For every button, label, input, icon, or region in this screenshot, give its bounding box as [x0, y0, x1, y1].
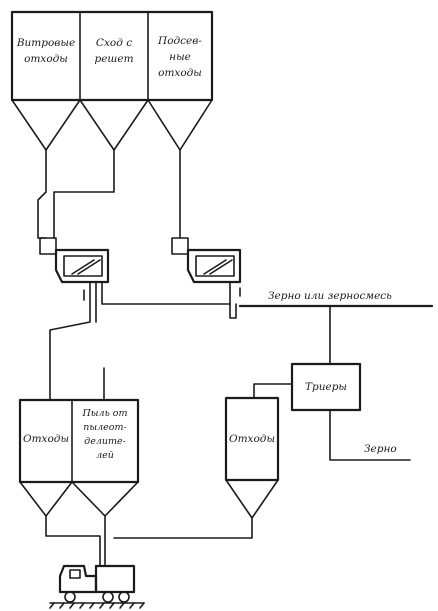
sieve-hatch	[203, 259, 227, 275]
triers-unit: Триеры Зерно	[253, 362, 411, 461]
pipe-right-bin-to-truck	[113, 517, 253, 539]
pipe-joint	[229, 303, 237, 319]
ground-hatch	[109, 602, 115, 609]
dust-label: Пыль от пылеот- делите- лей	[82, 408, 128, 461]
bin2-label-line: решет	[94, 53, 133, 65]
ground-hatch	[119, 602, 125, 609]
waste-bin-right: Отходы	[113, 396, 280, 539]
truck-window	[69, 569, 81, 579]
separator-sieve	[63, 255, 103, 277]
dust-label-line: делите-	[84, 436, 126, 447]
pipe-grain-out	[329, 409, 411, 461]
sieve-hatch	[77, 259, 101, 275]
pipe-left-bin-to-truck	[45, 515, 101, 567]
pipe-bin1	[37, 159, 47, 239]
ground-hatch	[139, 602, 145, 609]
bin1-label: Витровые отходы	[16, 37, 75, 65]
waste-bin-right-body	[224, 396, 280, 482]
truck-icon	[49, 564, 145, 609]
ground-hatch	[69, 602, 75, 609]
separator-inlet	[171, 237, 189, 255]
grain-out-label: Зерно	[364, 443, 397, 455]
separator-pipes	[49, 281, 237, 401]
bin3-label-line: отходы	[158, 67, 202, 79]
ground-hatch	[59, 602, 65, 609]
separator-inlet	[39, 237, 57, 255]
bin1-label-line: Витровые	[16, 37, 75, 49]
bin2-label: Сход с решет	[94, 37, 133, 65]
grain-mix-line: Зерно или зерносмесь	[238, 290, 434, 365]
ground-hatch	[129, 602, 135, 609]
separator-body	[54, 248, 110, 284]
separator-left	[39, 237, 110, 301]
ground-hatch	[49, 602, 55, 609]
top-bins-frame	[10, 10, 214, 102]
sieve-hatch	[209, 259, 233, 275]
truck-wheel	[64, 591, 76, 603]
top-pipes	[37, 159, 181, 239]
triers-label: Триеры	[305, 381, 347, 393]
dust-label-line: лей	[96, 450, 114, 461]
waste-bin-right-cone	[225, 479, 279, 519]
sieve-hatch	[71, 259, 95, 275]
grain-mix-label: Зерно или зерносмесь	[268, 290, 392, 302]
bin3-label-line: ные	[169, 51, 191, 63]
separator-body	[186, 248, 242, 284]
dust-label-line: пылеот-	[83, 422, 126, 433]
separator-sieve	[195, 255, 235, 277]
bin1-label-line: отходы	[24, 53, 68, 65]
dust-label-line: Пыль от	[82, 408, 128, 419]
bottom-hopper-cones	[19, 481, 139, 517]
truck-wheel	[102, 591, 114, 603]
truck-wheel	[118, 591, 130, 603]
bin3-label: Подсев- ные отходы	[157, 35, 202, 79]
triers-box	[290, 362, 362, 412]
waste-right-label: Отходы	[229, 433, 275, 445]
ground-hatch	[79, 602, 85, 609]
pipe-bin2	[53, 159, 115, 239]
top-bins	[10, 10, 214, 161]
hopper-cones	[11, 99, 213, 151]
waste-left-label: Отходы	[23, 433, 69, 445]
bin2-label-line: Сход с	[96, 37, 132, 49]
truck-body	[94, 564, 136, 594]
bin3-label-line: Подсев-	[157, 35, 202, 47]
pipe-triers-to-waste	[253, 383, 293, 399]
bottom-bins: Отходы	[18, 398, 140, 567]
ground-hatch	[89, 602, 95, 609]
separator-right	[171, 237, 242, 297]
pipe-to-waste-bin	[49, 281, 91, 401]
pipe-between-separators	[101, 281, 231, 305]
bottom-bins-frame	[18, 398, 140, 484]
ground-hatch	[99, 602, 105, 609]
